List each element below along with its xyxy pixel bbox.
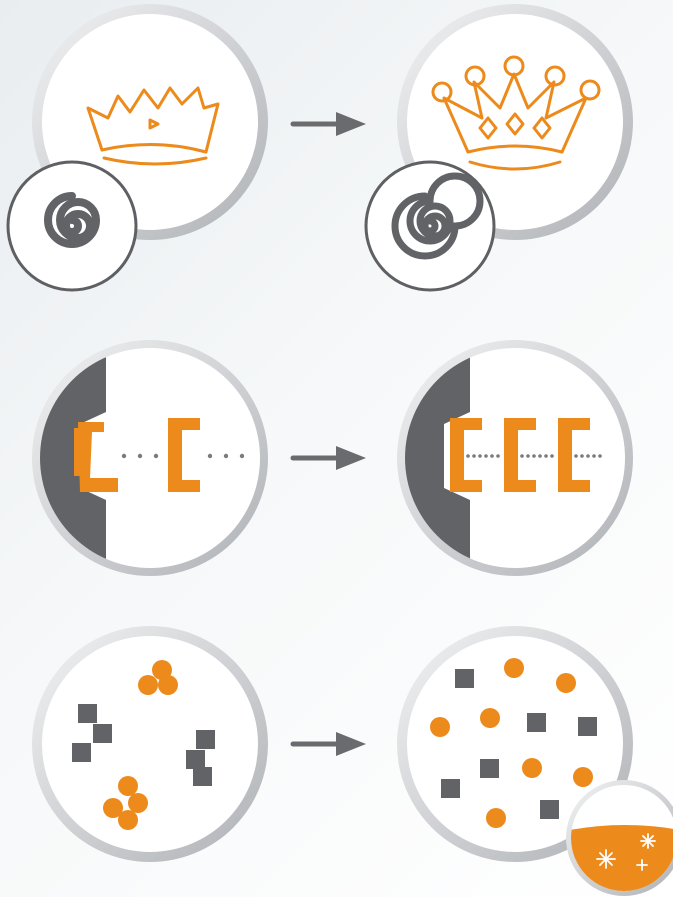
spiral-badge-large <box>366 162 494 290</box>
row-crown <box>8 4 633 290</box>
before-circle <box>30 340 268 580</box>
before-circle <box>32 626 268 862</box>
right-arrow <box>293 446 366 470</box>
right-arrow <box>293 112 366 136</box>
row-brackets <box>30 340 633 580</box>
right-arrow <box>293 732 366 756</box>
spiral-badge-small <box>8 162 136 290</box>
dotted-line <box>466 454 602 458</box>
row-particles <box>32 626 673 897</box>
